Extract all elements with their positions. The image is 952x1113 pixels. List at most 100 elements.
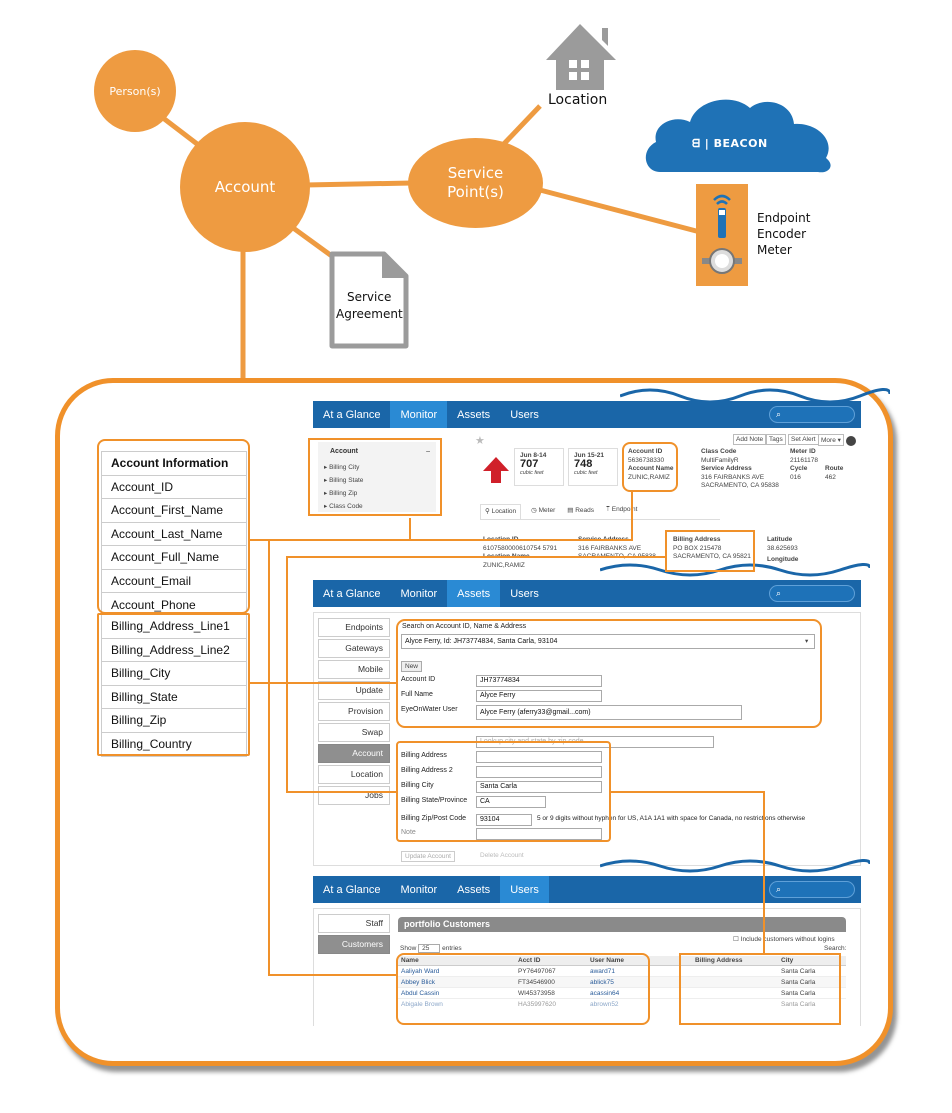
connector-account-rows	[268, 540, 396, 976]
billing-address-label: Billing Address	[401, 752, 447, 759]
service-address-line1: 316 FAIRBANKS AVE	[701, 473, 765, 481]
delete-account-button[interactable]: Delete Account	[480, 852, 524, 859]
longitude-label: Longitude	[767, 556, 799, 563]
document-icon	[329, 251, 409, 349]
col-billing-address[interactable]: Billing Address	[695, 957, 743, 964]
side-swap[interactable]: Swap	[318, 723, 390, 742]
filter-billing-city[interactable]: ▸ Billing City	[324, 464, 360, 471]
tags-button[interactable]: Tags	[766, 434, 786, 445]
tab-at-a-glance[interactable]: At a Glance	[323, 883, 381, 896]
subtab-endpoint[interactable]: ⍑ Endpoint	[606, 506, 638, 513]
side-provision[interactable]: Provision	[318, 702, 390, 721]
row-user-name[interactable]: ablick75	[590, 979, 614, 986]
new-button[interactable]: New	[401, 661, 423, 672]
billing-city-field[interactable]: Santa Carla	[476, 781, 602, 793]
search-icon[interactable]: ⌕	[769, 406, 855, 423]
row-city: Santa Carla	[781, 968, 816, 975]
account-search-input[interactable]: Alyce Ferry, Id: JH73774834, Santa Carla…	[401, 634, 815, 649]
side-mobile[interactable]: Mobile	[318, 660, 390, 679]
tab-users[interactable]: Users	[500, 876, 549, 903]
period-1-unit: cubic feet	[520, 470, 544, 476]
connector-servicepoint-endpoint	[539, 187, 701, 235]
subtab-meter[interactable]: ◷ Meter	[531, 507, 556, 514]
account-fields-table: Account Information Account_ID Account_F…	[101, 451, 247, 618]
row-name[interactable]: Abbey Blick	[401, 979, 435, 986]
tab-assets[interactable]: Assets	[457, 883, 491, 896]
note-field[interactable]	[476, 828, 602, 840]
update-account-button[interactable]: Update Account	[401, 851, 455, 862]
more-button[interactable]: More ▾	[818, 434, 844, 446]
filter-class-code[interactable]: ▸ Class Code	[324, 503, 363, 510]
customers-table: Name Acct ID User Name Billing Address C…	[398, 956, 846, 1010]
house-icon	[546, 24, 616, 90]
col-name[interactable]: Name	[401, 957, 419, 964]
table-row[interactable]: Abbey Blick FT34546900 ablick75 Santa Ca…	[398, 977, 846, 988]
location-name-value: ZUNIC,RAMIZ	[483, 561, 525, 569]
tab-assets[interactable]: Assets	[447, 580, 501, 607]
full-name-field[interactable]: Alyce Ferry	[476, 690, 602, 702]
col-acct-id[interactable]: Acct ID	[518, 957, 541, 964]
connector-billing-city	[611, 791, 765, 953]
star-icon[interactable]: ★	[475, 435, 485, 447]
eow-user-select[interactable]: Alyce Ferry (aferry33@gmail...com)	[476, 705, 742, 720]
tab-at-a-glance[interactable]: At a Glance	[323, 408, 381, 421]
billing-address-label: Billing Address	[673, 536, 721, 543]
tab-users[interactable]: Users	[510, 408, 539, 421]
side-gateways[interactable]: Gateways	[318, 639, 390, 658]
full-name-label: Full Name	[401, 691, 433, 698]
search-icon[interactable]: ⌕	[769, 585, 855, 602]
row-name[interactable]: Abdul Cassin	[401, 990, 440, 997]
side-update[interactable]: Update	[318, 681, 390, 700]
billing-zip-field[interactable]: 93104	[476, 814, 532, 826]
row-user-name[interactable]: award71	[590, 968, 615, 975]
chevron-down-icon[interactable]: ▾	[805, 638, 809, 645]
include-checkbox[interactable]: ☐ Include customers without logins	[733, 936, 835, 943]
tab-users[interactable]: Users	[510, 587, 539, 600]
billing-address-field[interactable]	[476, 751, 602, 763]
subtab-location[interactable]: ⚲ Location	[480, 504, 522, 519]
note-label: Note	[401, 829, 416, 836]
tab-assets[interactable]: Assets	[457, 408, 491, 421]
side-location[interactable]: Location	[318, 765, 390, 784]
side-staff[interactable]: Staff	[318, 914, 390, 933]
add-note-button[interactable]: Add Note	[733, 434, 767, 445]
close-icon[interactable]	[846, 436, 856, 446]
side-account[interactable]: Account	[318, 744, 390, 763]
person-label: Person(s)	[109, 84, 161, 98]
row-user-name[interactable]: abrown52	[590, 1001, 619, 1008]
agreement-label-1: Service	[347, 290, 392, 304]
filter-collapse-button[interactable]: –	[426, 448, 430, 455]
tab-monitor[interactable]: Monitor	[390, 401, 448, 428]
row-name[interactable]: Abigale Brown	[401, 1001, 443, 1008]
filter-billing-zip[interactable]: ▸ Billing Zip	[324, 490, 358, 497]
tab-monitor[interactable]: Monitor	[400, 883, 438, 896]
side-endpoints[interactable]: Endpoints	[318, 618, 390, 637]
beacon-label: BEACON	[713, 137, 768, 150]
search-icon[interactable]: ⌕	[769, 881, 855, 898]
table-row[interactable]: Abdul Cassin WI45373958 acassin64 Santa …	[398, 988, 846, 999]
side-customers[interactable]: Customers	[318, 935, 390, 954]
billing-state-select[interactable]: CA	[476, 796, 546, 808]
nav-bar-2: At a Glance Monitor Assets Users ⌕	[313, 580, 861, 607]
row-name[interactable]: Aaliyah Ward	[401, 968, 440, 975]
account-id-field[interactable]: JH73774834	[476, 675, 602, 687]
highlight-account-search	[396, 619, 822, 728]
subtab-reads[interactable]: ▤ Reads	[567, 507, 595, 514]
tab-monitor[interactable]: Monitor	[400, 587, 438, 600]
col-city[interactable]: City	[781, 957, 794, 964]
col-user-name[interactable]: User Name	[590, 957, 624, 964]
billing-address2-label: Billing Address 2	[401, 767, 453, 774]
row-acct-id: HA35997620	[518, 1001, 556, 1008]
table-row[interactable]: Abigale Brown HA35997620 abrown52 Santa …	[398, 999, 846, 1010]
row-user-name[interactable]: acassin64	[590, 990, 620, 997]
eow-label: EyeOnWater User	[401, 706, 458, 713]
class-block: Class Code MultiFamilyR Service Address …	[701, 448, 779, 491]
tab-at-a-glance[interactable]: At a Glance	[323, 587, 381, 600]
billing-address2-field[interactable]	[476, 766, 602, 778]
show-select[interactable]: 25	[418, 944, 441, 953]
arrow-up-icon	[483, 457, 509, 483]
table-row[interactable]: Aaliyah Ward PY76497067 award71 Santa Ca…	[398, 966, 846, 977]
filter-billing-state[interactable]: ▸ Billing State	[324, 477, 364, 484]
side-jobs[interactable]: Jobs	[318, 786, 390, 805]
